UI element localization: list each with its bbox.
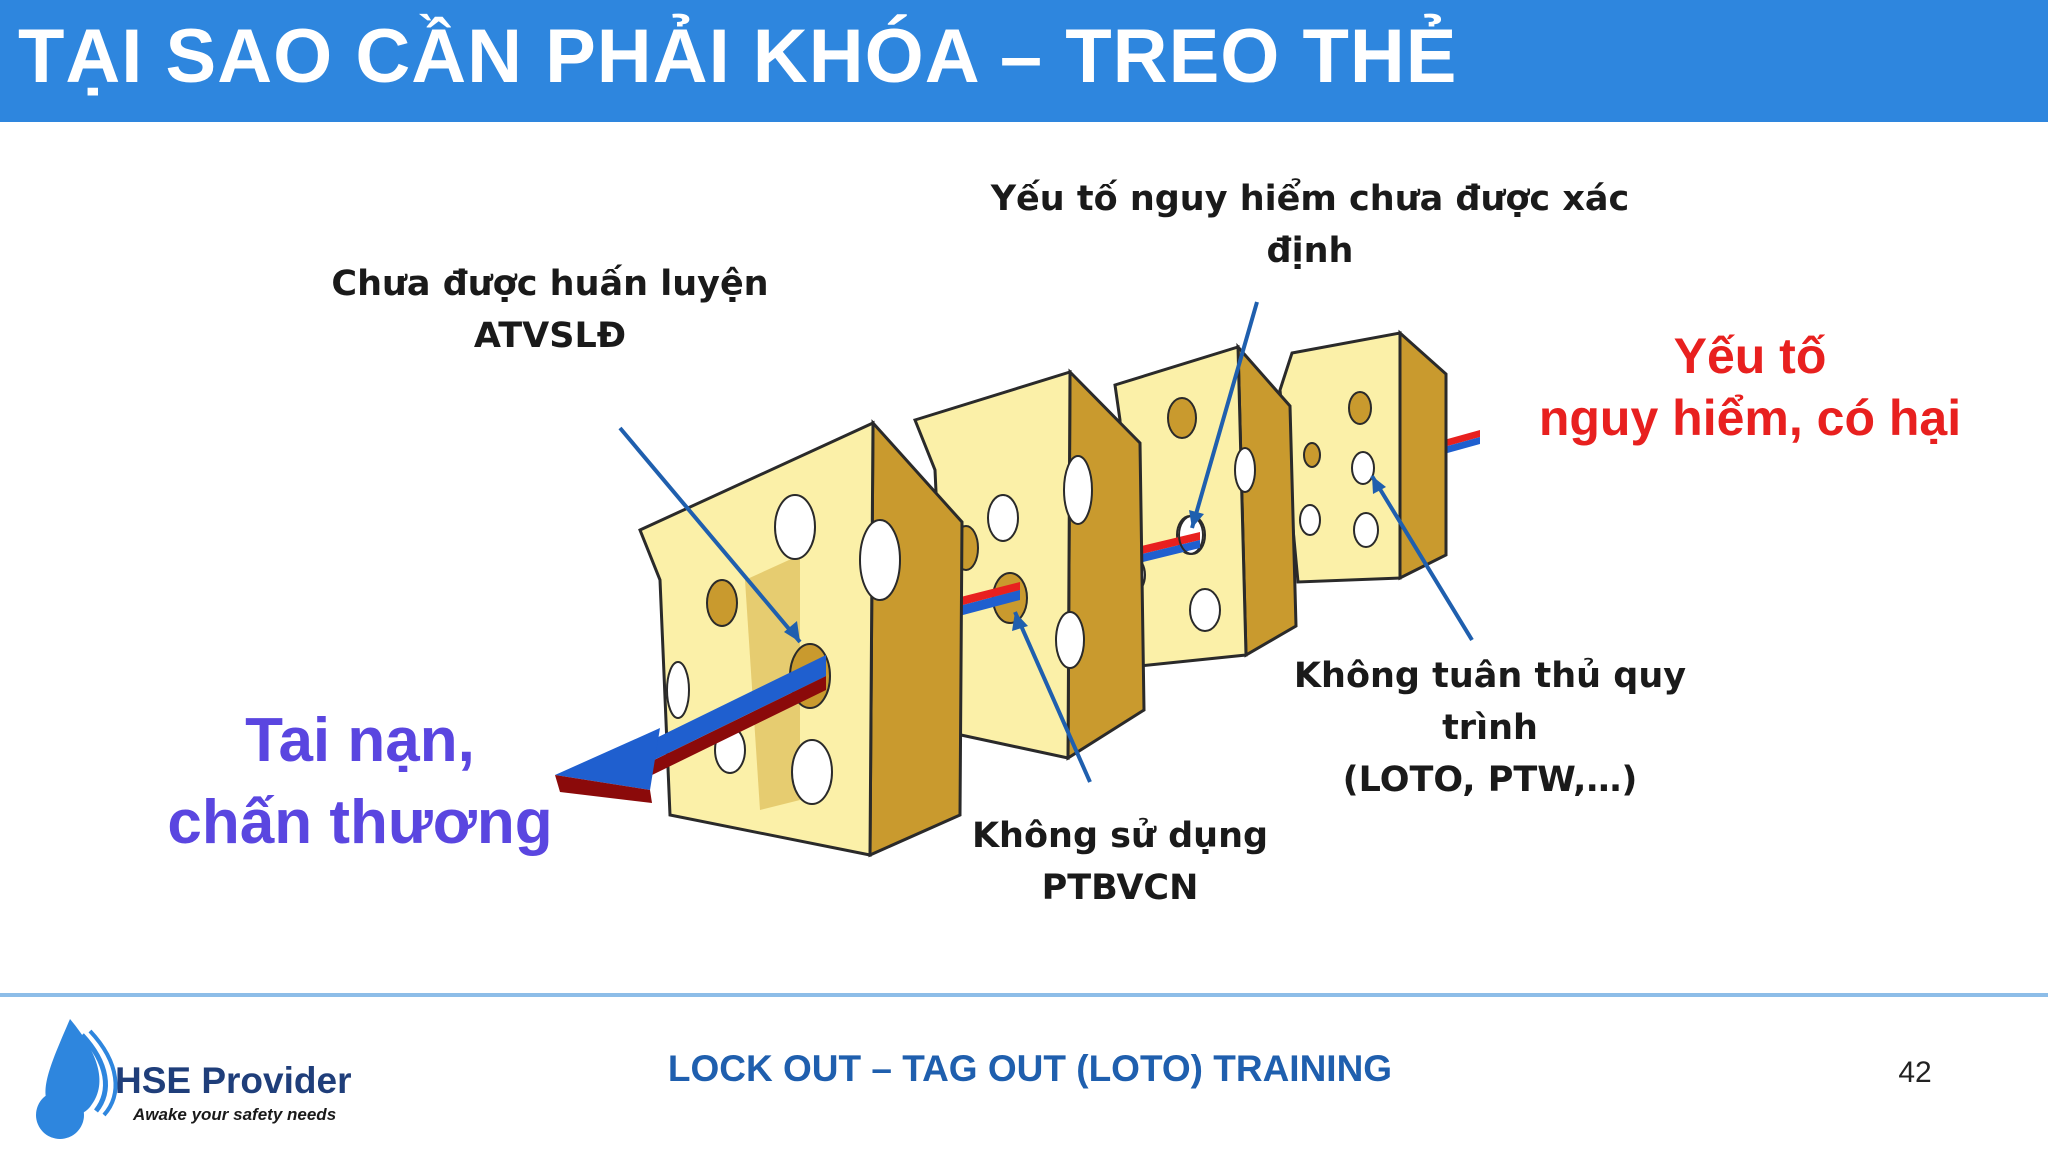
water-drop-icon <box>36 1019 118 1139</box>
page-number: 42 <box>1898 1056 1932 1089</box>
hazard-arrow-front <box>555 655 826 803</box>
layer-label-unidentified-hazard: Yếu tố nguy hiểm chưa được xác định <box>990 179 1630 271</box>
cheese-slice-4 <box>1278 329 1448 584</box>
brand-name: HSE Provider <box>115 1060 352 1101</box>
footer-divider <box>0 993 2048 997</box>
hse-provider-logo <box>36 1019 118 1139</box>
slide-title: TẠI SAO CẦN PHẢI KHÓA – TREO THẺ <box>18 14 1458 99</box>
footer-course-title: LOCK OUT – TAG OUT (LOTO) TRAINING <box>667 1048 1393 1089</box>
hazard-label: Yếu tố nguy hiểm, có hại <box>1538 328 1962 446</box>
cheese-slice-1 <box>638 419 964 858</box>
pointer-lines <box>618 301 1474 783</box>
layer-label-procedure: Không tuân thủ quy trình (LOTO, PTW,…) <box>1293 656 1687 800</box>
layer-label-ppe: Không sử dụng PTBVCN <box>971 816 1269 908</box>
accident-label: Tai nạn, chấn thương <box>167 706 553 857</box>
title-bar: TẠI SAO CẦN PHẢI KHÓA – TREO THẺ <box>0 0 2048 122</box>
layer-label-training: Chưa được huấn luyện ATVSLĐ <box>331 264 769 356</box>
brand-tagline: Awake your safety needs <box>133 1105 337 1124</box>
